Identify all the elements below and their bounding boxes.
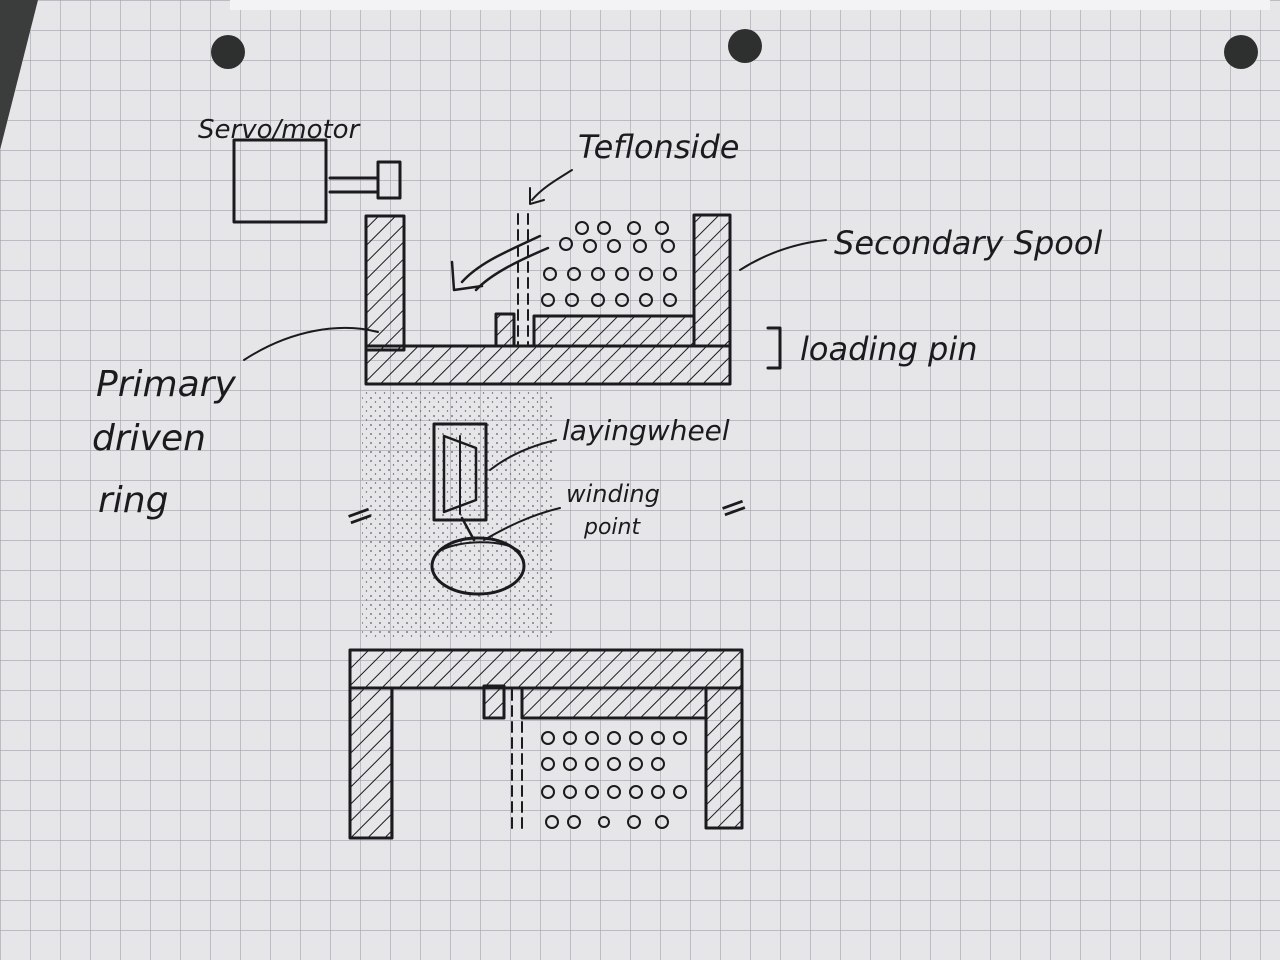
teflon-leader [531,169,573,201]
label-laying-wheel: layingwheel [562,414,730,447]
winding-zone-shading [362,390,552,640]
wire-coils-upper [541,221,677,307]
label-primary-line2: driven [92,418,206,459]
punch-hole [728,29,762,63]
label-winding-line2: point [583,515,641,540]
laying-wheel-leader [489,439,557,471]
loading-pin-bracket [766,326,782,370]
label-winding-line1: winding [566,480,660,508]
arrow-head [450,260,484,292]
lower-ring-top [348,648,744,690]
loading-pin [494,312,516,348]
lower-spool-plate [520,686,708,720]
primary-ring-base [364,344,732,386]
teflon-leader-arrow [529,187,545,205]
lower-loading-pin [482,684,506,720]
wire-path-arrow [460,234,542,284]
primary-ring-left-wall [364,214,406,352]
punch-hole [1224,35,1258,69]
motor-coupling [376,160,402,200]
lower-spool-right-wall [704,686,744,830]
winding-workpiece [430,536,526,596]
punch-hole [211,35,245,69]
label-servo-motor: Servo/motor [198,115,362,145]
secondary-spool-base [532,314,696,348]
label-loading-pin: loading pin [800,330,978,368]
wire-coils-lower [541,731,687,829]
label-secondary-spool: Secondary Spool [834,224,1102,262]
teflon-side [517,213,529,345]
winding-point-leader [483,507,561,541]
torn-top-edge [230,0,1270,10]
laying-wheel [442,434,478,514]
secondary-spool-right-wall [692,213,732,348]
label-primary-line1: Primary [96,364,236,405]
servo-motor-box [232,138,328,224]
winding-point-wire [460,516,476,542]
workpiece-top [437,541,521,553]
secondary-spool-leader [739,239,827,271]
primary-ring-leader [243,326,379,361]
laying-wheel-frame [432,422,488,522]
label-teflon-side: Teflonside [578,128,739,166]
label-primary-line3: ring [98,480,168,521]
lower-ring-left-wall [348,686,394,840]
lower-teflon-side [511,689,523,829]
